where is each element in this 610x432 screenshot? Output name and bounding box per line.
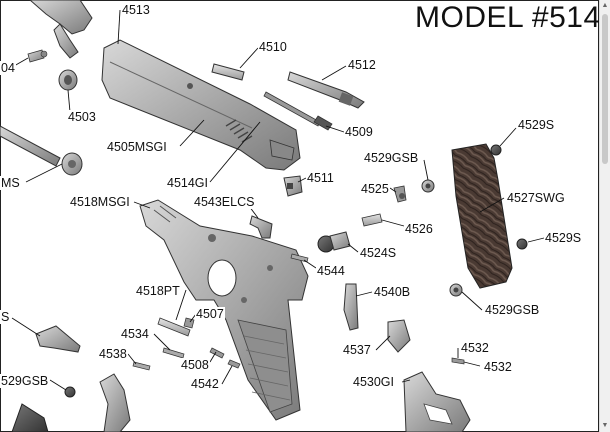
part-4510 bbox=[211, 63, 245, 81]
part-hammer bbox=[99, 373, 131, 432]
callout-4529gsb-top: 4529GSB bbox=[363, 151, 420, 165]
callout-4532-a: 4532 bbox=[460, 341, 490, 355]
callout-4529s-top: 4529S bbox=[517, 118, 556, 132]
callout-4513: 4513 bbox=[121, 3, 151, 17]
leader-lines bbox=[11, 9, 545, 391]
callout-04: 04 bbox=[0, 61, 16, 75]
callout-4530gi: 4530GI bbox=[352, 375, 396, 389]
part-bottom-left-dark bbox=[11, 403, 49, 432]
callout-4529s-bottom: 4529S bbox=[544, 231, 583, 245]
part-4503 bbox=[58, 69, 78, 91]
page-title: MODEL #514 bbox=[415, 1, 601, 34]
part-4537 bbox=[387, 319, 411, 353]
callout-529gsb: 529GSB bbox=[0, 374, 50, 388]
part-4529gsb-top bbox=[421, 179, 435, 193]
part-slide-stop bbox=[35, 325, 81, 353]
part-4538 bbox=[132, 361, 151, 371]
callout-4503: 4503 bbox=[67, 110, 97, 124]
part-slide bbox=[101, 39, 301, 171]
part-4511 bbox=[283, 175, 303, 197]
part-4534 bbox=[162, 347, 185, 359]
callout-4511: 4511 bbox=[306, 171, 335, 185]
callout-4508: 4508 bbox=[180, 358, 210, 372]
callout-s: S bbox=[0, 310, 11, 324]
part-barrel bbox=[29, 0, 93, 59]
part-529gsb-left bbox=[64, 386, 76, 398]
part-grip bbox=[451, 143, 513, 289]
callout-4525: 4525 bbox=[360, 182, 390, 196]
callout-4544: 4544 bbox=[316, 264, 346, 278]
callout-4505msgi: 4505MSGI bbox=[106, 140, 168, 154]
callout-4514gi: 4514GI bbox=[166, 176, 210, 190]
callout-4518pt: 4518PT bbox=[135, 284, 181, 298]
part-4507 bbox=[183, 317, 195, 329]
part-4530gi bbox=[403, 371, 471, 432]
part-4524s bbox=[317, 231, 351, 253]
scroll-down-arrow-icon[interactable]: ▼ bbox=[601, 422, 609, 429]
scroll-up-arrow-icon[interactable]: ▲ bbox=[601, 2, 609, 9]
callout-4526: 4526 bbox=[404, 222, 434, 236]
callout-4529gsb-lower: 4529GSB bbox=[484, 303, 541, 317]
callout-4510: 4510 bbox=[258, 40, 288, 54]
callout-4507: 4507 bbox=[195, 307, 225, 321]
callout-4538: 4538 bbox=[98, 347, 128, 361]
scrollbar-thumb[interactable] bbox=[602, 14, 608, 164]
callout-4524s: 4524S bbox=[359, 246, 398, 260]
callout-4534: 4534 bbox=[120, 327, 150, 341]
callout-4532-b: 4532 bbox=[483, 360, 513, 374]
callout-4542: 4542 bbox=[190, 377, 220, 391]
callout-ms: MS bbox=[0, 176, 21, 190]
part-04 bbox=[27, 49, 48, 63]
part-4540b bbox=[343, 283, 359, 331]
callout-4537: 4537 bbox=[342, 343, 372, 357]
callout-4540b: 4540B bbox=[373, 285, 412, 299]
part-4529s-bottom bbox=[516, 238, 528, 250]
part-4518pt bbox=[157, 317, 191, 337]
part-4512 bbox=[287, 71, 365, 109]
part-4529s-top bbox=[490, 144, 502, 156]
part-4542 bbox=[227, 359, 241, 369]
part-4525 bbox=[393, 185, 407, 203]
part-4532 bbox=[451, 357, 465, 365]
part-4543elcs bbox=[249, 215, 273, 239]
part-4508 bbox=[209, 347, 225, 359]
part-4529gsb-lower bbox=[449, 283, 463, 297]
callout-4512: 4512 bbox=[347, 58, 377, 72]
callout-4518msgi: 4518MSGI bbox=[69, 195, 131, 209]
part-4526 bbox=[361, 213, 383, 227]
callout-4509: 4509 bbox=[344, 125, 374, 139]
part-guide-rod bbox=[0, 125, 83, 176]
vertical-scrollbar[interactable]: ▲ ▼ bbox=[599, 0, 610, 432]
callout-4527swg: 4527SWG bbox=[506, 191, 566, 205]
callout-4543elcs: 4543ELCS bbox=[193, 195, 256, 209]
